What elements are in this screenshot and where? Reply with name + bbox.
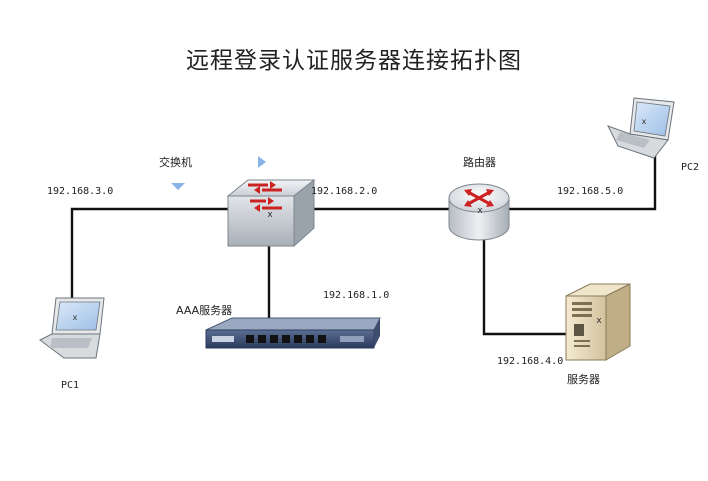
subnet-label-switch-aaa: 192.168.1.0	[323, 290, 390, 301]
subnet-label-switch-router: 192.168.2.0	[311, 186, 378, 197]
server-label: 服务器	[567, 373, 600, 386]
router-icon: x	[448, 183, 510, 241]
subnet-label-router-server: 192.168.4.0	[497, 356, 564, 367]
pc2-label: PC2	[681, 162, 700, 173]
switch-label: 交换机	[159, 156, 192, 169]
marker-triangle-right	[258, 156, 266, 168]
switch-icon: x	[226, 178, 316, 248]
svg-text:x: x	[642, 117, 647, 126]
subnet-label-router-pc2: 192.168.5.0	[557, 186, 624, 197]
svg-text:x: x	[73, 313, 78, 322]
svg-text:x: x	[477, 206, 483, 216]
svg-text:x: x	[596, 316, 602, 326]
link-pc1-switch	[70, 207, 228, 302]
laptop-icon: x	[39, 297, 105, 359]
network-links	[70, 148, 657, 336]
rack-server-icon	[205, 317, 381, 349]
router-label: 路由器	[463, 156, 496, 169]
subnet-label-pc1-switch: 192.168.3.0	[47, 186, 114, 197]
laptop-icon: x	[606, 97, 675, 159]
aaa-server-label: AAA服务器	[176, 304, 233, 317]
marker-triangle-down	[171, 183, 185, 190]
pc1-label: PC1	[61, 380, 80, 391]
svg-text:x: x	[267, 210, 273, 220]
tower-server-icon: x	[565, 283, 631, 361]
diagram-title: 远程登录认证服务器连接拓扑图	[186, 48, 522, 74]
link-router-pc2	[509, 148, 657, 211]
link-router-server	[482, 239, 566, 336]
